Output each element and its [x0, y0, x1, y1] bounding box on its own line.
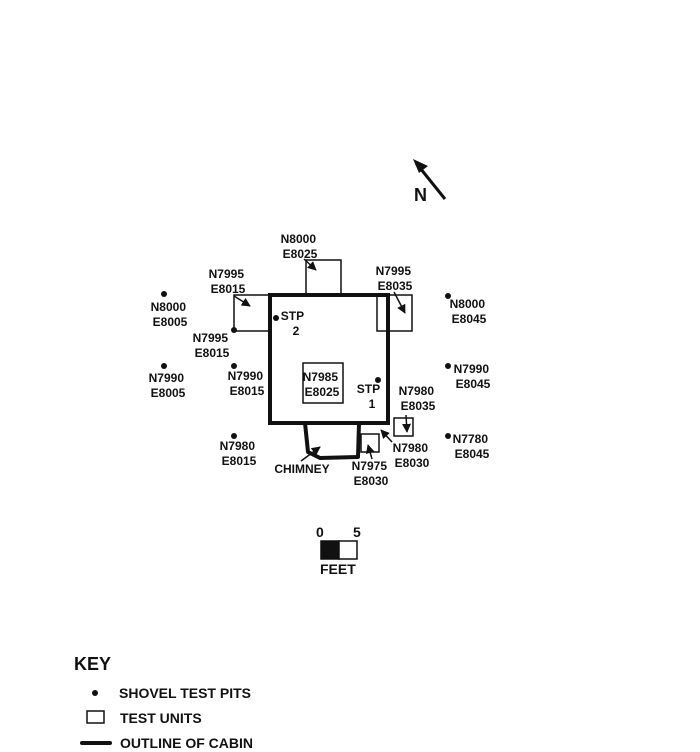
stp-n7990-e8005	[161, 363, 167, 369]
arrow-n7975-e8030	[365, 444, 375, 460]
label-n7780-e8045: N7780 E8045	[453, 432, 492, 461]
label-tu-n7995-e8015: N7995 E8015	[209, 267, 248, 296]
label-n7990-e8045: N7990 E8045	[454, 362, 493, 391]
scale-bar-empty	[338, 540, 358, 560]
label-n7995-e8035: N7995 E8035	[376, 264, 415, 293]
stp-n7990-e8045	[445, 363, 451, 369]
arrow-n8000-e8025	[303, 258, 317, 271]
stp-n7980-e8015	[231, 433, 237, 439]
key-item-shovel-test-pits: SHOVEL TEST PITS	[119, 685, 251, 701]
label-n7985-e8025: N7985 E8025	[303, 370, 342, 399]
label-stp-2: STP 2	[281, 309, 307, 338]
test-unit-n7985-e8025	[302, 362, 344, 404]
stp-n8000-e8005	[161, 291, 167, 297]
stp-n7995-e8015	[231, 327, 237, 333]
north-label: N	[414, 185, 427, 205]
scale-unit: FEET	[320, 561, 356, 577]
scale-max: 5	[353, 524, 361, 540]
label-n7990-e8015: N7990 E8015	[228, 369, 267, 398]
leader-arrows	[233, 258, 412, 462]
scale-bar: 0 5 FEET	[316, 524, 361, 577]
key-dot-symbol	[92, 690, 98, 696]
label-n7980-e8035: N7980 E8035	[399, 384, 438, 413]
label-n8000-e8025: N8000 E8025	[281, 232, 320, 261]
label-n7990-e8005: N7990 E8005	[149, 371, 188, 400]
arrow-n7980-e8035	[402, 414, 412, 433]
label-n7975-e8030: N7975 E8030	[352, 459, 391, 488]
key: KEY SHOVEL TEST PITS TEST UNITS OUTLINE …	[74, 654, 253, 751]
test-unit-n7995-e8035	[376, 294, 413, 332]
key-item-outline-of-cabin: OUTLINE OF CABIN	[120, 735, 253, 751]
stp-n7990-e8015	[231, 363, 237, 369]
north-arrow: N	[413, 159, 447, 205]
label-n7980-e8015: N7980 E8015	[220, 439, 259, 468]
label-n8000-e8005: N8000 E8005	[151, 300, 190, 329]
arrow-n7995-e8015	[233, 295, 251, 307]
stp-n8000-e8045	[445, 293, 451, 299]
test-unit-n7995-e8015	[233, 294, 271, 332]
key-item-test-units: TEST UNITS	[120, 710, 202, 726]
scale-min: 0	[316, 524, 324, 540]
stp-2	[273, 315, 279, 321]
stp-1	[375, 377, 381, 383]
chimney-outline	[303, 422, 361, 460]
key-square-symbol	[86, 710, 105, 724]
label-stp-n7995-e8015: N7995 E8015	[193, 331, 232, 360]
north-arrow-head	[413, 159, 428, 173]
test-unit-n7980-e8035	[393, 417, 414, 437]
arrow-n7995-e8035	[393, 291, 406, 314]
arrow-n7980-e8030	[380, 429, 393, 443]
label-stp-1: STP 1	[357, 382, 383, 411]
label-chimney: CHIMNEY	[274, 462, 329, 476]
key-title: KEY	[74, 654, 111, 674]
arrow-chimney	[300, 446, 321, 462]
label-n7980-e8030: N7980 E8030	[393, 441, 432, 470]
scale-bar-filled	[320, 540, 340, 560]
test-unit-n8000-e8025	[305, 259, 342, 296]
stp-n7780-e8045	[445, 433, 451, 439]
label-n8000-e8045: N8000 E8045	[450, 297, 489, 326]
